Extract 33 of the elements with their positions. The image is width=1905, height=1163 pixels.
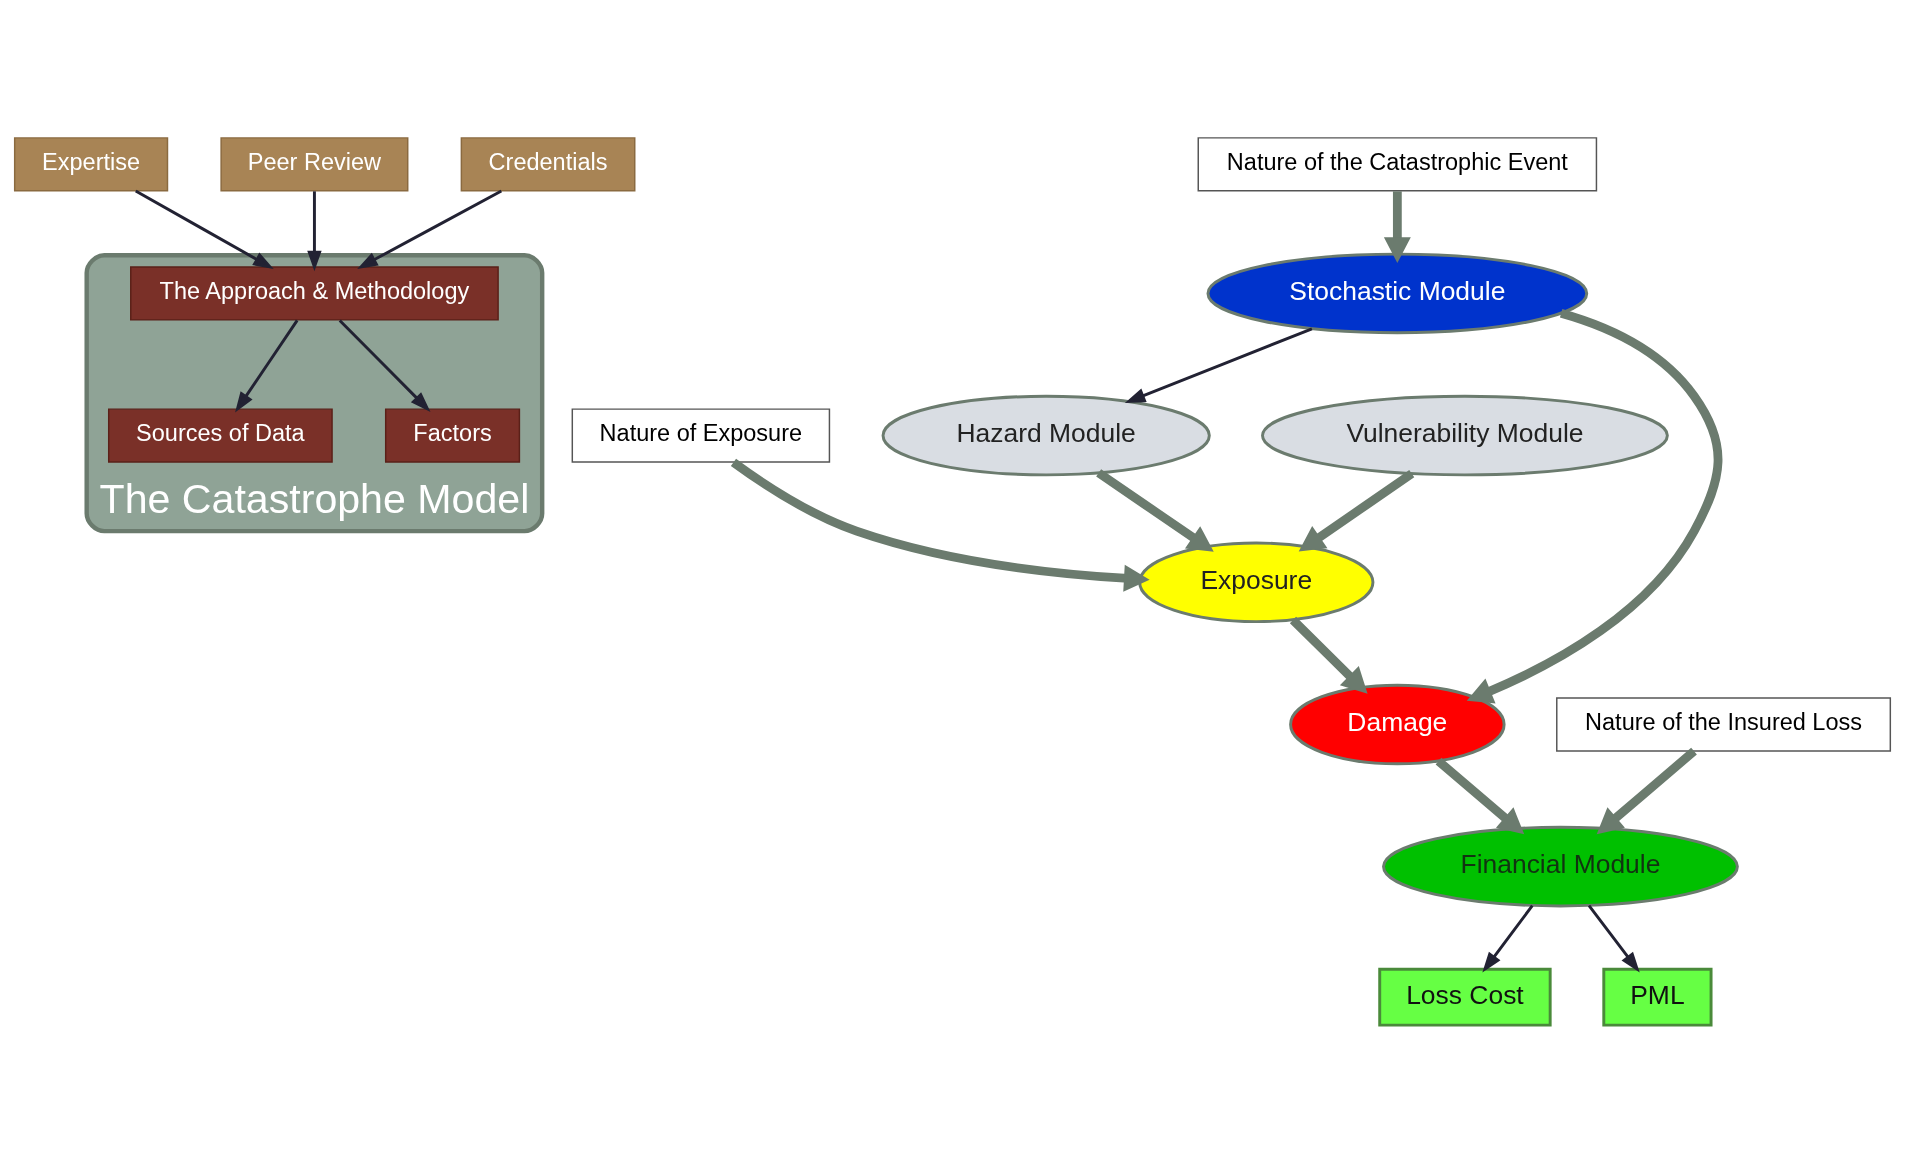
arrow: [1466, 309, 1723, 704]
arrow: [1435, 757, 1525, 835]
arrow: [1383, 191, 1411, 263]
arrow: [338, 319, 431, 412]
arrow: [235, 319, 299, 413]
node-ellipse: Exposure: [1138, 541, 1375, 624]
arrow: [1587, 904, 1640, 973]
node-ellipse: Damage: [1289, 683, 1506, 766]
node-ellipse: Vulnerability Module: [1261, 394, 1669, 477]
node-box: Expertise: [13, 137, 169, 192]
node-box: Loss Cost: [1378, 967, 1552, 1027]
node-box: Sources of Data: [108, 408, 333, 463]
arrow: [1096, 469, 1214, 552]
arrow: [1289, 616, 1368, 694]
node-box: The Approach & Methodology: [130, 266, 499, 321]
arrow: [1596, 747, 1697, 835]
arrow: [1482, 904, 1534, 973]
node-box: Factors: [384, 408, 521, 463]
arrow: [307, 191, 322, 272]
node-box: Credentials: [460, 137, 636, 192]
arrow: [1298, 470, 1415, 552]
arrow: [357, 189, 503, 269]
node-ellipse: Financial Module: [1382, 825, 1739, 908]
arrow: [730, 458, 1150, 592]
node-box: Nature of the Catastrophic Event: [1197, 137, 1598, 192]
arrow: [135, 189, 274, 269]
node-box: PML: [1602, 967, 1713, 1027]
node-box: Nature of Exposure: [571, 408, 831, 463]
node-box: Nature of the Insured Loss: [1556, 697, 1892, 752]
node-ellipse: Stochastic Module: [1206, 252, 1589, 335]
arrow: [1124, 327, 1313, 403]
node-box: Peer Review: [220, 137, 409, 192]
node-ellipse: Hazard Module: [881, 394, 1211, 477]
